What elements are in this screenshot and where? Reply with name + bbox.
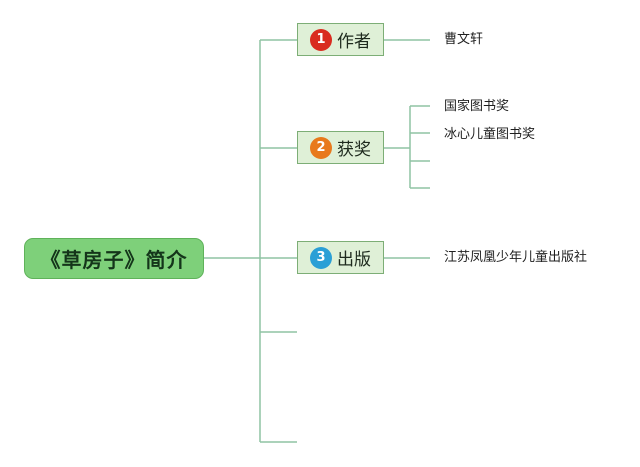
leaf-award-2[interactable]: 冰心儿童图书奖 xyxy=(444,127,536,142)
leaf-author-name[interactable]: 曹文轩 xyxy=(444,32,484,47)
leaf-publisher[interactable]: 江苏凤凰少年儿童出版社 xyxy=(444,250,588,265)
number-2-icon: 2 xyxy=(310,136,332,159)
topic-publish[interactable]: 3 出版 xyxy=(297,241,384,274)
central-topic[interactable]: 《草房子》简介 xyxy=(24,238,204,279)
number-3-icon: 3 xyxy=(310,246,332,269)
topic-award[interactable]: 2 获奖 xyxy=(297,131,384,164)
topic-publish-label: 出版 xyxy=(337,250,371,270)
topic-author-label: 作者 xyxy=(337,32,371,52)
number-1-icon: 1 xyxy=(310,28,332,51)
central-topic-label: 《草房子》简介 xyxy=(40,248,188,272)
topic-award-label: 获奖 xyxy=(337,140,371,160)
topic-author[interactable]: 1 作者 xyxy=(297,23,384,56)
leaf-award-1[interactable]: 国家图书奖 xyxy=(444,99,510,114)
